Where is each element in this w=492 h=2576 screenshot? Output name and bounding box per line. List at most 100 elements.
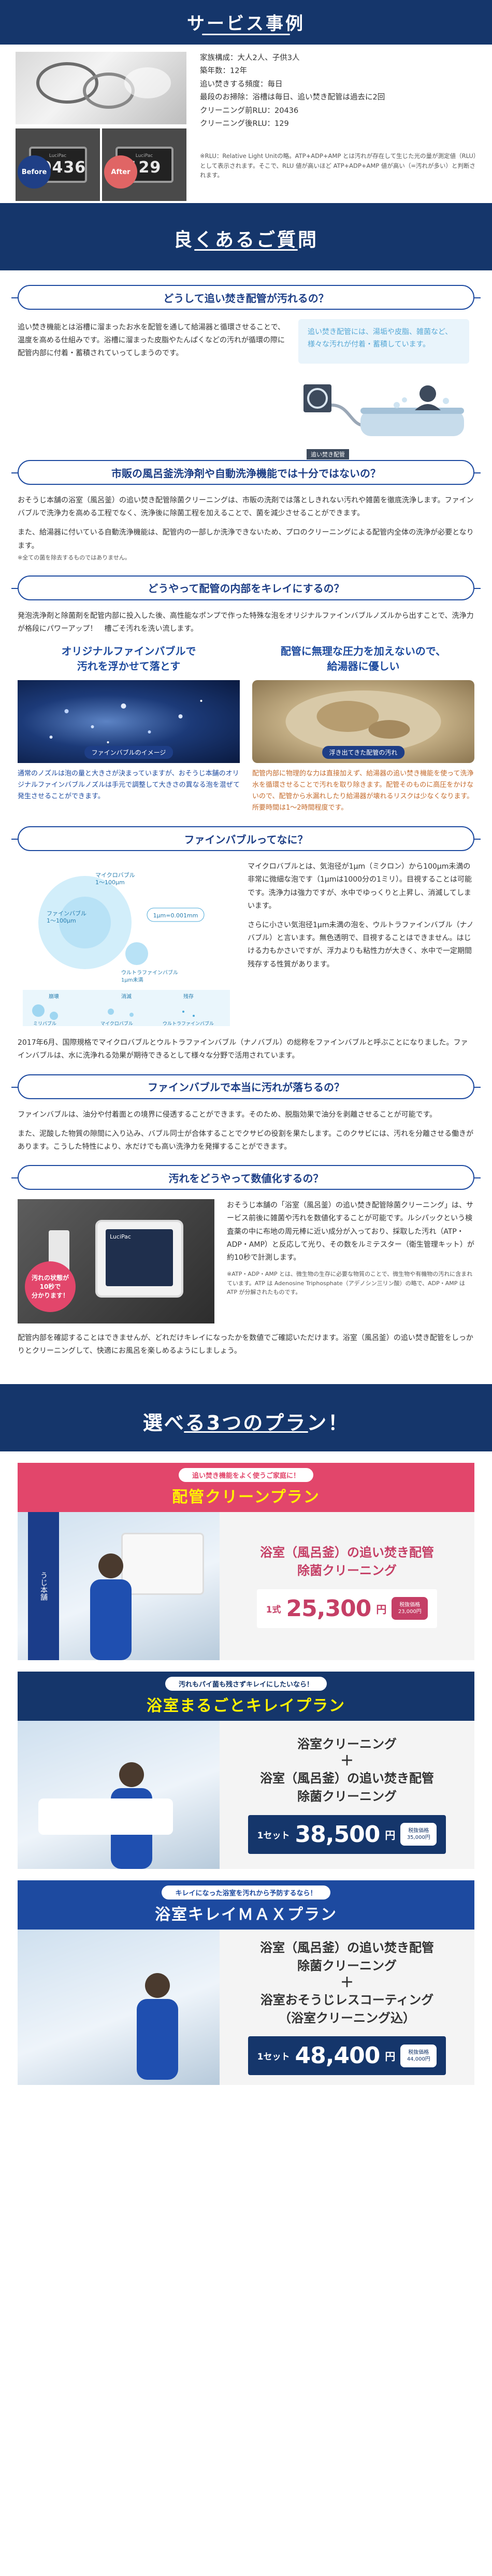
photo-caption: 浮き出てきた配管の汚れ [322,745,405,759]
question-heading: 汚れをどうやって数値化するの？ [11,1165,481,1190]
answer-note: ※全ての菌を除去するものではありません。 [18,554,131,561]
rlu-note: ※RLU：Relative Light Unitの略。ATP+ADP+AMP と… [200,152,476,179]
plan-card: キレイになった浴室を汚れから予防するなら！ 浴室キレイＭＡＸプラン 浴室（風呂釜… [18,1880,474,2085]
tax-note: 税抜価格 44,000円 [400,2044,437,2067]
scale-label: 1μm=0.001mm [153,912,198,919]
plan-name: 浴室キレイＭＡＸプラン [155,1905,337,1924]
plan-title: 浴室（風呂釜）の追い焚き配管 除菌クリーニング [260,1545,434,1578]
before-meter: LuciPac 20436 Before [16,128,100,201]
detail-line: 築年数：12年 [200,67,247,76]
service-title: サービス事例 [187,13,305,34]
question-heading: ファインバブルってなに？ [11,826,481,852]
answer-text: 2017年6月、国際規格でマイクロバブルとウルトラファインバブル（ナノバブル）の… [18,1039,468,1060]
answer-text: おそうじ本舗の浴室（風呂釜）の追い焚き配管除菌クリーニングは、市販の洗剤では落と… [18,496,474,518]
price-yen: 円 [385,1829,396,1841]
plan-card: 汚れもパイ菌も残さずキレイにしたいなら！ 浴室まるごとキレイプラン 浴室クリーニ… [18,1671,474,1869]
svg-text:1〜100μm: 1〜100μm [95,879,125,886]
price-unit: 1セット [257,1830,290,1841]
service-photos: LuciPac 20436 Before LuciPac 129 After [16,52,186,202]
faq-content: どうして追い焚き配管が汚れるの？ 追い焚き機能とは浴槽に溜まったお水を配管を通し… [0,270,492,1358]
collapse-label: 崩壊 [49,993,59,1000]
plan-title: 浴室おそうじレスコーティング （浴室クリーニング込） [260,1992,434,2025]
answer-text: マイクロバブルとは、気泡径が1μm（ミクロン）から100μm未満の非常に微細な泡… [248,862,472,910]
faq-title: 良くあるご質問 [173,229,319,251]
photo-caption: ファインバブルのイメージ [84,745,173,759]
price-yen: 円 [385,2050,396,2063]
pipe-photo [16,52,186,124]
axis-milli: ミリバブル [33,1020,56,1027]
plan-banner: キレイになった浴室を汚れから予防するなら！ 浴室キレイＭＡＸプラン [18,1880,474,1930]
question-heading: 市販の風呂釜洗浄剤や自動洗浄機能では十分ではないの？ [11,460,481,485]
fine-label: ファインバブル [47,910,86,917]
plan-banner: 汚れもパイ菌も残さずキレイにしたいなら！ 浴室まるごとキレイプラン [18,1671,474,1721]
fine-bubble-photo: ファインバブルのイメージ [18,680,240,763]
price-unit: 1式 [266,1604,281,1615]
shop-sign: うじ本舗 [28,1512,59,1660]
answer-text: また、泥酸した物質の隙間に入り込み、バブル同士が合体することでクサビの役割を果た… [18,1129,474,1152]
plan-photo [18,1929,220,2085]
meter-brand: LuciPac [135,153,153,159]
faq-header: 良くあるご質問 [0,203,492,270]
plan-photo: うじ本舗 [18,1512,220,1660]
title-underline [184,1431,308,1433]
after-meter: LuciPac 129 After [102,128,186,201]
plus-sign: ＋ [340,1753,354,1769]
lumitester-photo: LuciPac 汚れの状態が 10秒で 分かります！ [18,1199,214,1324]
service-header: サービス事例 [0,0,492,45]
service-case: LuciPac 20436 Before LuciPac 129 After 家… [0,45,492,202]
service-details: 家族構成：大人2人、子供3人 築年数：12年 追い焚きする頻度：毎日 最段のお掃… [186,52,476,200]
question-heading: どうやって配管の内部をキレイにするの？ [11,575,481,600]
detail-line: クリーニング前RLU：20436 [200,106,299,115]
answer-text: ファインバブルは、油分や付着面との境界に侵透することができます。そのため、脱脂効… [18,1110,437,1119]
detail-line: クリーニング後RLU：129 [200,119,289,128]
axis-micro: マイクロバブル [100,1020,133,1027]
tax-note: 税抜価格 23,000円 [392,1597,428,1620]
price-yen: 円 [376,1603,387,1616]
price-value: 25,300 [286,1595,372,1622]
plan-photo [18,1720,220,1869]
answer-text: さらに小さい気泡径1μm未満の泡を、ウルトラファインバブル（ナノバブル）と言いま… [248,921,474,969]
plan-pill: 追い焚き機能をよく使うご家庭に！ [178,1467,313,1482]
micro-label: マイクロバブル [95,871,135,879]
price-value: 38,500 [295,1821,381,1848]
plan-banner: 追い焚き機能をよく使うご家庭に！ 配管クリーンプラン [18,1462,474,1512]
plus-sign: ＋ [340,1975,354,1991]
meter-photos: LuciPac 20436 Before LuciPac 129 After [16,128,186,201]
before-badge: Before [18,155,51,189]
answer-text: また、給湯器に付いている自動洗浄機能は、配管内の一部しか洗浄できないため、プロの… [18,528,474,550]
question-heading: どうして追い焚き配管が汚れるの？ [11,285,481,310]
price-value: 48,400 [295,2042,381,2069]
detail-line: 最段のお掃除：浴槽は毎日、追い焚き配管は過去に2回 [200,93,385,102]
title-underline [194,249,298,251]
plans-title: 選べる3つのプラン！ [142,1411,350,1434]
after-badge: After [104,155,137,189]
subheading: 配管に無理な圧力を加えないので、 給湯器に優しい [280,644,446,672]
plan-name: 配管クリーンプラン [172,1488,320,1506]
plan-title: 浴室クリーニング [297,1737,397,1752]
plan-pill: キレイになった浴室を汚れから予防するなら！ [162,1885,330,1899]
plan-title: 浴室（風呂釜）の追い焚き配管 除菌クリーニング [260,1940,434,1973]
bubble-size-diagram: 1μm=0.001mm マイクロバブル 1〜100μm ファインバブル 1〜10… [23,871,230,1027]
plan-card: 追い焚き機能をよく使うご家庭に！ 配管クリーンプラン うじ本舗 浴室（風呂釜）の… [18,1462,474,1660]
pipe-label: 追い焚き配管 [307,449,349,459]
bathtub-illustration [303,384,464,436]
left-text: 通常のノズルは泡の量と大きさが決まっていますが、おそうじ本舗のオリジナルファイン… [18,769,240,801]
plan-price: 1セット 48,400 円 税抜価格 44,000円 [248,2036,446,2076]
subheading: オリジナルファインバブルで 汚れを浮かせて落とす [61,644,196,672]
worker-illustration [137,1973,178,2080]
plan-price: 1式 25,300 円 税抜価格 23,000円 [256,1589,438,1628]
plan-title: 浴室（風呂釜）の追い焚き配管 除菌クリーニング [260,1771,434,1804]
answer-text: 配管内部を確認することはできませんが、どれだけキレイになったかを数値でご確認いた… [18,1334,473,1356]
dirt-photo: 浮き出てきた配管の汚れ [252,680,474,763]
remain-label: 残存 [183,993,194,1000]
axis-ultra: ウルトラファインバブル [163,1020,214,1027]
plan-name: 浴室まるごとキレイプラン [147,1696,345,1715]
plan-pill: 汚れもパイ菌も残さずキレイにしたいなら！ [165,1676,327,1691]
vanish-label: 消滅 [121,993,132,1000]
answer-text: 追い焚き機能とは浴槽に溜まったお水を配管を通して給湯器と循環させることで、温度を… [18,323,285,358]
right-text: 配管内部に物理的な力は直接加えず、給湯器の追い焚き機能を使って洗浄水を循環させる… [252,769,474,812]
plan-price: 1セット 38,500 円 税抜価格 35,000円 [248,1815,446,1854]
tax-note: 税抜価格 35,000円 [400,1823,437,1846]
svg-text:1μm未満: 1μm未満 [121,977,143,983]
